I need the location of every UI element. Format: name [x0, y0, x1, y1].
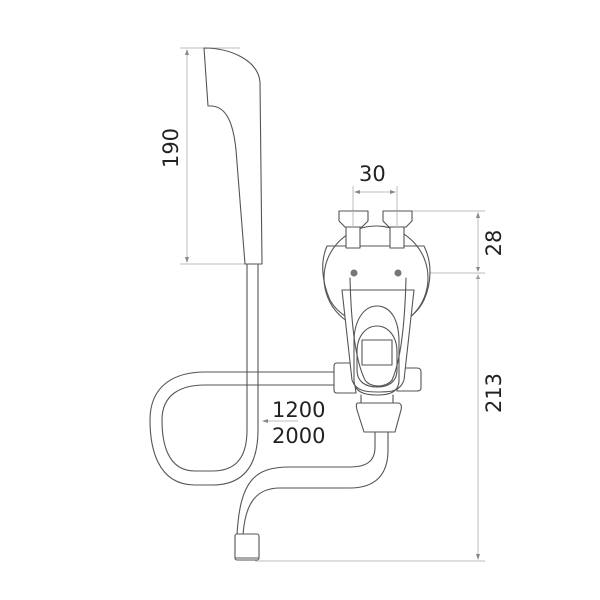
dim-label-body-to-spout-height: 213 — [482, 372, 506, 414]
dim-label-inlet-height: 28 — [482, 229, 506, 257]
inlet-right — [382, 210, 413, 249]
shower-head — [203, 47, 263, 265]
dim-hose-leader — [262, 419, 298, 423]
dim-label-hose-length-max: 2000 — [272, 424, 326, 448]
cartridge — [361, 339, 393, 366]
spout-aerator — [234, 533, 260, 561]
mixer-body — [322, 225, 431, 396]
dim-label-hose-length-min: 1200 — [272, 398, 326, 422]
fixing-point-right — [394, 269, 402, 277]
dim-label-shower-head-height: 190 — [159, 127, 183, 169]
shower-hose — [149, 263, 347, 486]
spout — [234, 429, 389, 561]
inlet-left — [338, 210, 369, 249]
spout-connector — [355, 402, 402, 433]
dim-label-inlet-spacing: 30 — [359, 162, 386, 186]
fixing-point-left — [350, 269, 358, 277]
